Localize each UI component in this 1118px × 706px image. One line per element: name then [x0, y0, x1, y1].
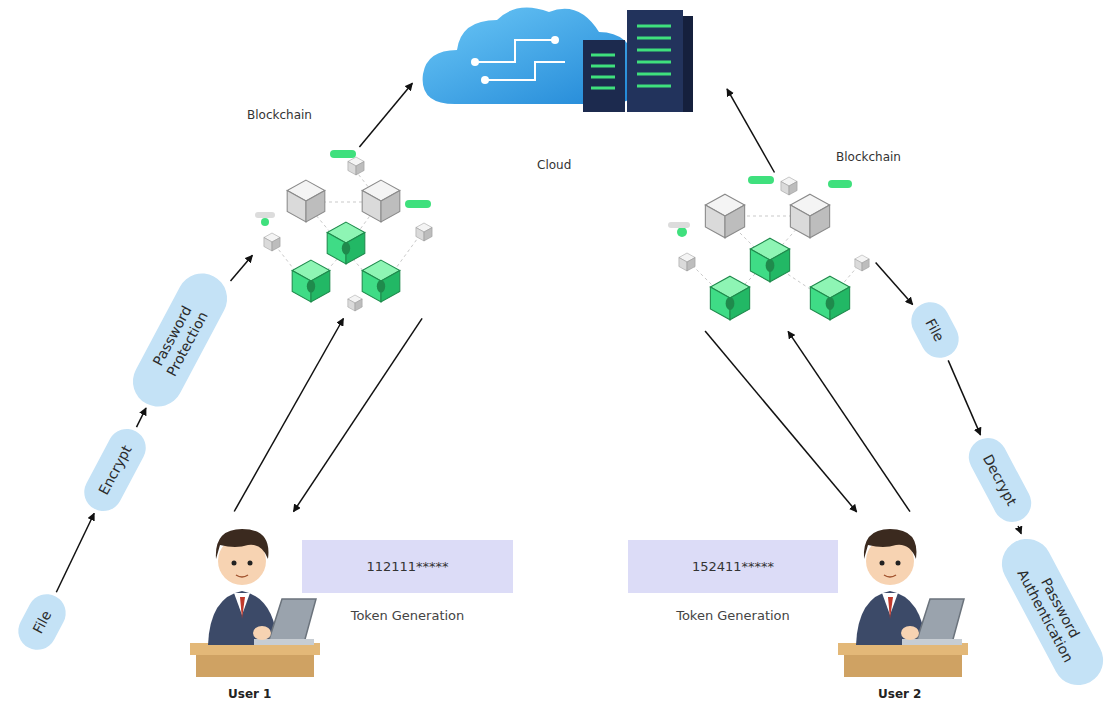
- user-name: User 2: [878, 687, 921, 701]
- flow-arrow: [1018, 526, 1021, 534]
- blockchain-figure: Blockchain: [668, 176, 873, 328]
- process-pill: Password Authentication: [993, 530, 1112, 694]
- process-pill: Encrypt: [78, 422, 153, 518]
- flow-arrow: [294, 318, 423, 511]
- step-label: Encrypt: [95, 442, 135, 497]
- user-name: User 1: [228, 687, 271, 701]
- process-pill: File: [12, 587, 73, 656]
- step-label: File: [29, 608, 55, 637]
- flow-arrow: [359, 83, 412, 147]
- user-figure: User 2: [838, 515, 968, 703]
- flow-arrow: [137, 408, 147, 427]
- flow-arrow: [948, 360, 980, 435]
- user-figure: User 1: [190, 515, 320, 703]
- token-value: 152411*****: [692, 559, 774, 574]
- flow-arrow: [876, 263, 913, 305]
- token-caption: Token Generation: [282, 608, 533, 623]
- step-label: Decrypt: [980, 452, 1021, 509]
- process-pill: File: [905, 295, 966, 364]
- flow-arrow: [705, 331, 857, 512]
- step-label: Password Authentication: [1008, 549, 1096, 675]
- cloud-figure: Cloud: [415, 0, 725, 178]
- token-value: 112111*****: [366, 559, 448, 574]
- flow-arrow: [727, 89, 775, 173]
- token-caption: Token Generation: [608, 608, 858, 623]
- flow-arrow: [234, 319, 343, 512]
- step-label: File: [922, 316, 948, 345]
- figure-label: Cloud: [537, 158, 571, 172]
- process-pill: Password Protection: [124, 265, 236, 416]
- token-box: 112111*****Token Generation: [302, 540, 513, 593]
- blockchain-figure: Blockchain: [255, 150, 445, 315]
- process-pill: Decrypt: [962, 431, 1038, 528]
- step-label: Password Protection: [139, 284, 220, 397]
- figure-label: Blockchain: [836, 150, 901, 164]
- token-box: 152411*****Token Generation: [628, 540, 838, 593]
- figure-label: Blockchain: [247, 108, 312, 122]
- flow-arrow: [231, 255, 253, 281]
- flow-arrow: [788, 331, 910, 511]
- flow-arrow: [56, 513, 94, 592]
